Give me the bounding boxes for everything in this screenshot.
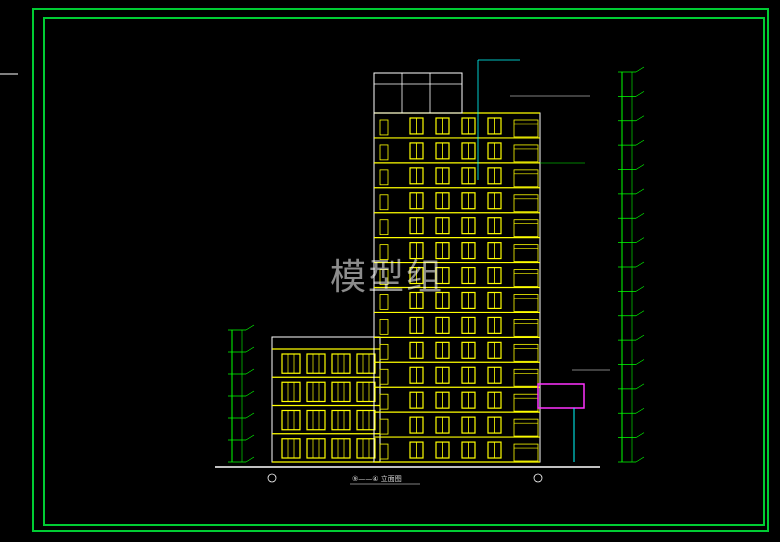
right-dimension-chain-level-mark <box>635 237 645 243</box>
balcony-rail <box>513 294 539 312</box>
podium-window <box>281 409 301 431</box>
tower-building <box>373 112 541 463</box>
left-dimension-chain-level-mark <box>245 368 255 375</box>
right-dimension-chain-level-mark <box>635 66 645 73</box>
side-window <box>379 194 389 211</box>
left-dimension-chain-level-mark <box>245 456 255 463</box>
side-window <box>379 269 389 285</box>
left-dimension-chain-level-mark <box>245 412 255 419</box>
podium-window <box>306 438 326 459</box>
outer-frame <box>32 8 769 532</box>
podium-window <box>331 409 351 431</box>
right-dimension-chain-level-mark <box>635 115 645 122</box>
left-dimension-chain-level-mark <box>245 324 255 331</box>
side-window <box>379 343 389 360</box>
inner-frame <box>43 17 765 526</box>
roof-box <box>401 72 431 114</box>
side-window <box>379 443 389 460</box>
side-window <box>379 418 389 435</box>
balcony-rail <box>513 418 539 437</box>
podium-window <box>281 353 301 374</box>
right-dimension-chain-level-mark <box>635 359 645 365</box>
left-dimension-chain-level-mark <box>245 434 255 441</box>
side-window <box>379 368 389 385</box>
left-dimension-chain-level-mark <box>245 346 255 353</box>
podium-building <box>271 336 381 463</box>
balcony-rail <box>513 319 539 337</box>
balcony-rail <box>513 169 539 188</box>
podium-window <box>306 381 326 403</box>
right-dimension-chain-level-mark <box>635 286 645 292</box>
side-window <box>379 119 389 136</box>
axis-marker-right <box>533 473 543 483</box>
balcony-rail <box>513 368 539 387</box>
balcony-rail <box>513 393 539 412</box>
balcony-rail <box>513 194 539 213</box>
right-dimension-chain-level-mark <box>635 164 645 170</box>
balcony-rail <box>513 144 539 163</box>
right-dimension-chain-level-mark <box>635 139 645 146</box>
watermark-text: 模型组 <box>330 257 445 298</box>
drawing-caption: ⑨——④ 立面图 <box>352 475 402 483</box>
right-dimension-chain-level-mark <box>635 188 645 195</box>
podium-window <box>331 438 351 459</box>
right-dimension-chain-level-mark <box>635 334 645 341</box>
balcony-rail <box>513 269 539 287</box>
balcony-rail <box>513 119 539 138</box>
right-dimension-chain-level-mark <box>635 456 645 463</box>
podium-window <box>281 438 301 459</box>
podium-window <box>281 381 301 403</box>
roof-machine-room <box>373 72 463 114</box>
balcony-rail <box>513 343 539 362</box>
podium-window <box>356 438 376 459</box>
right-dimension-chain-level-mark <box>635 91 645 97</box>
left-dimension-chain-level-mark <box>245 390 255 397</box>
balcony-rail <box>513 219 539 238</box>
podium-window <box>356 409 376 431</box>
podium-window <box>356 381 376 403</box>
entrance-canopy <box>537 383 585 409</box>
podium-window <box>356 353 376 374</box>
side-window <box>379 319 389 335</box>
dimension-lines <box>228 66 645 463</box>
axis-marker-left <box>267 473 277 483</box>
side-window <box>379 144 389 161</box>
right-dimension-chain-level-mark <box>635 383 645 390</box>
right-dimension-chain-level-mark <box>635 310 645 317</box>
right-dimension-chain-level-mark <box>635 261 645 268</box>
right-dimension-chain-level-mark <box>635 212 645 219</box>
balcony-rail <box>513 443 539 462</box>
side-window <box>379 393 389 410</box>
side-window <box>379 169 389 186</box>
right-dimension-chain-level-mark <box>635 432 645 438</box>
podium-window <box>306 409 326 431</box>
podium-window <box>306 353 326 374</box>
side-window <box>379 294 389 310</box>
balcony-rail <box>513 244 539 262</box>
podium-window <box>331 381 351 403</box>
podium-window <box>331 353 351 374</box>
side-window <box>379 244 389 260</box>
side-window <box>379 219 389 236</box>
right-dimension-chain-level-mark <box>635 407 645 414</box>
